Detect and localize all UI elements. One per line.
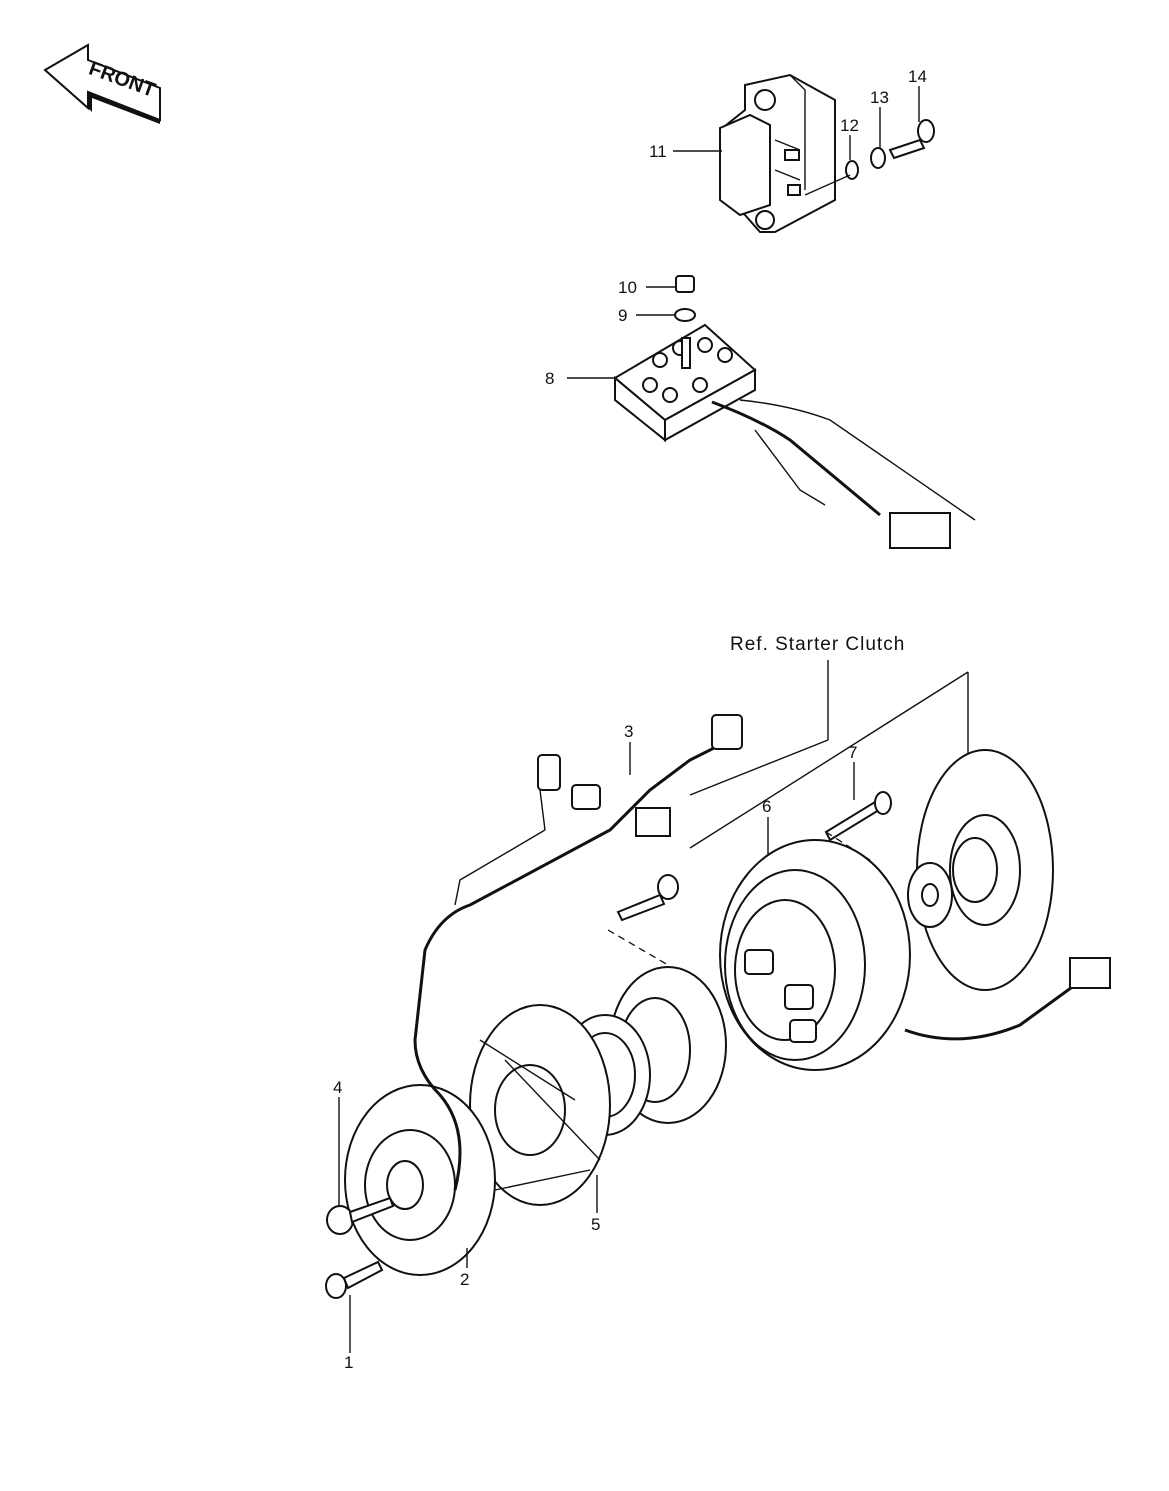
regulator-part bbox=[718, 73, 836, 233]
bolt-1 bbox=[325, 1260, 384, 1299]
starter-clutch-gear bbox=[907, 749, 1054, 991]
callout-7: 7 bbox=[848, 743, 857, 762]
callout-2: 2 bbox=[460, 1270, 469, 1289]
rotor-5 bbox=[469, 1004, 611, 1206]
ref-starter-clutch-label: Ref. Starter Clutch bbox=[730, 634, 905, 655]
front-direction-arrow: FRONT bbox=[43, 43, 161, 124]
callout-1: 1 bbox=[344, 1353, 353, 1372]
callout-12: 12 bbox=[840, 116, 859, 135]
callout-9: 9 bbox=[618, 306, 627, 325]
callout-10: 10 bbox=[618, 278, 637, 297]
rectifier-part bbox=[613, 323, 757, 443]
callout-4: 4 bbox=[333, 1078, 342, 1097]
callout-8: 8 bbox=[545, 369, 554, 388]
callout-14: 14 bbox=[908, 67, 927, 86]
callout-6: 6 bbox=[762, 797, 771, 816]
washer-9 bbox=[674, 308, 696, 322]
washer-12 bbox=[845, 160, 859, 180]
callout-11: 11 bbox=[649, 142, 667, 161]
nut-10 bbox=[675, 275, 695, 293]
screw-14 bbox=[888, 119, 935, 160]
callout-3: 3 bbox=[624, 722, 633, 741]
lockwasher-13 bbox=[870, 147, 886, 169]
rotor-housing-2 bbox=[344, 1084, 496, 1276]
screw-part bbox=[616, 874, 679, 922]
callout-5: 5 bbox=[591, 1215, 600, 1234]
stator-6 bbox=[719, 839, 911, 1071]
callout-13: 13 bbox=[870, 88, 889, 107]
nut-4 bbox=[326, 1196, 395, 1235]
bolt-7 bbox=[824, 791, 892, 842]
